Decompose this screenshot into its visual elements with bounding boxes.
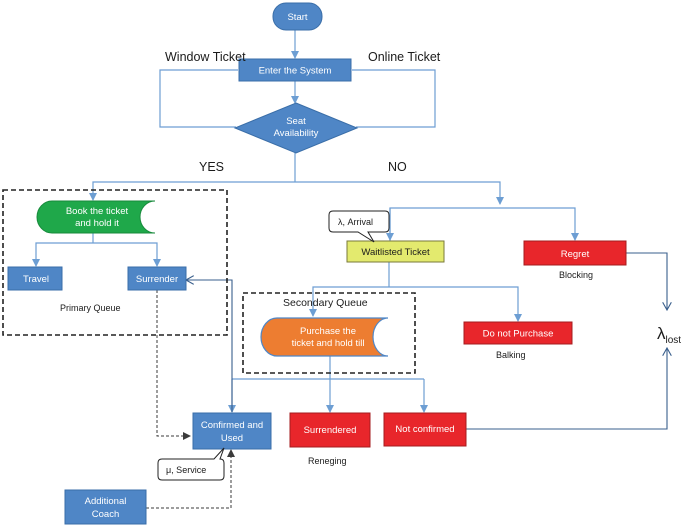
edge-no-split	[389, 207, 579, 241]
book-ticket-line1: Book the ticket	[66, 206, 129, 217]
edge-surrender-confirmed	[156, 290, 191, 440]
start-node[interactable]: Start	[272, 2, 323, 31]
travel-node[interactable]: Travel	[7, 266, 63, 291]
lambda-symbol: λ	[657, 324, 666, 343]
edge-book-surrender	[93, 242, 161, 267]
waitlisted-ticket-label: Waitlisted Ticket	[361, 247, 430, 258]
edge-confirmed-surrender	[186, 280, 233, 412]
edge-book-travel	[32, 242, 93, 267]
no-label: NO	[388, 160, 407, 174]
seat-availability-decision[interactable]: Seat Availability	[233, 102, 359, 154]
waitlisted-ticket-node[interactable]: Waitlisted Ticket	[346, 240, 445, 263]
enter-system-node[interactable]: Enter the System	[238, 58, 352, 82]
surrender-node[interactable]: Surrender	[127, 266, 187, 291]
edge-no-branch	[295, 181, 504, 205]
arrival-callout: λ, Arrival	[328, 210, 390, 243]
edge-notconfirmed-lost	[466, 348, 667, 430]
book-ticket-line2: and hold it	[75, 218, 119, 229]
do-not-purchase-node[interactable]: Do not Purchase	[463, 321, 573, 345]
purchase-ticket-line2: ticket and hold till	[292, 338, 365, 349]
confirmed-used-line2: Used	[221, 433, 243, 444]
arrival-callout-text: λ, Arrival	[338, 217, 373, 227]
confirmed-used-line1: Confirmed and	[201, 420, 263, 431]
connectors	[32, 30, 667, 509]
seat-availability-line1: Seat	[286, 116, 306, 127]
service-callout-text: μ, Service	[166, 465, 206, 475]
seat-availability-line2: Availability	[274, 128, 319, 139]
window-ticket-label: Window Ticket	[165, 50, 246, 64]
regret-node[interactable]: Regret	[523, 240, 627, 266]
do-not-purchase-label: Do not Purchase	[483, 329, 554, 340]
surrendered-label: Surrendered	[304, 425, 357, 436]
confirmed-used-node[interactable]: Confirmed and Used	[192, 412, 272, 450]
secondary-queue-caption: Secondary Queue	[283, 297, 368, 309]
online-ticket-label: Online Ticket	[368, 50, 441, 64]
balking-caption: Balking	[496, 350, 526, 360]
additional-coach-node[interactable]: Additional Coach	[64, 489, 147, 525]
not-confirmed-label: Not confirmed	[395, 424, 454, 435]
edge-window-ticket-loop	[159, 69, 238, 128]
reneging-caption: Reneging	[308, 456, 347, 466]
start-label: Start	[287, 12, 307, 23]
edge-coach-confirmed	[146, 449, 235, 509]
additional-coach-line1: Additional	[85, 496, 127, 507]
lambda-lost-label: λlost	[657, 324, 681, 346]
secondary-queue-box	[242, 292, 416, 374]
not-confirmed-node[interactable]: Not confirmed	[383, 412, 467, 447]
regret-label: Regret	[561, 249, 590, 260]
blocking-caption: Blocking	[559, 270, 593, 280]
lambda-subscript: lost	[666, 335, 682, 346]
book-ticket-node[interactable]: Book the ticket and hold it	[36, 200, 156, 234]
primary-queue-caption: Primary Queue	[60, 303, 121, 313]
purchase-ticket-line1: Purchase the	[300, 326, 356, 337]
travel-label: Travel	[23, 274, 49, 285]
service-callout: μ, Service	[157, 447, 225, 481]
edge-waitlisted-purchase	[309, 286, 389, 317]
edge-online-ticket-loop	[352, 69, 436, 128]
edge-regret-lost	[626, 252, 667, 310]
edge-waitlisted-donotpurchase	[389, 286, 522, 322]
surrendered-node[interactable]: Surrendered	[289, 412, 371, 448]
surrender-label: Surrender	[136, 274, 178, 285]
yes-label: YES	[199, 160, 224, 174]
primary-queue-box	[2, 189, 228, 336]
additional-coach-line2: Coach	[92, 509, 119, 520]
purchase-ticket-node[interactable]: Purchase the ticket and hold till	[260, 317, 389, 357]
enter-system-label: Enter the System	[259, 66, 332, 77]
edge-yes-branch	[89, 181, 295, 201]
